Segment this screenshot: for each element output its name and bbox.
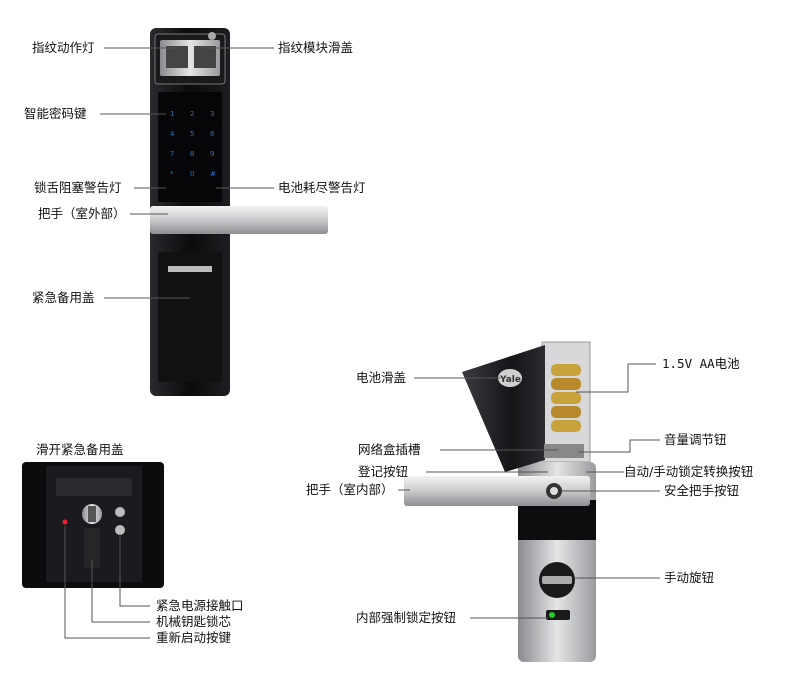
label-network-slot: 网络盒插槽 xyxy=(358,442,421,457)
keypad-key: 4 xyxy=(170,130,175,138)
label-safety-button: 安全把手按钮 xyxy=(664,483,740,498)
label-emergency-title: 滑开紧急备用盖 xyxy=(36,442,124,457)
label-auto-manual: 自动/手动锁定转换按钮 xyxy=(624,464,754,479)
label-reset-button: 重新启动按键 xyxy=(156,630,232,645)
label-smart-keypad: 智能密码键 xyxy=(24,106,87,121)
front-lock-body xyxy=(150,28,230,396)
keypad-key: 0 xyxy=(190,170,195,178)
label-register-button: 登记按钮 xyxy=(358,464,409,479)
label-inside-handle: 把手（室内部） xyxy=(306,482,394,497)
label-battery: 1.5V AA电池 xyxy=(662,356,740,371)
keypad-key: 5 xyxy=(190,130,195,138)
label-emergency-contact: 紧急电源接触口 xyxy=(156,598,244,613)
label-battery-warning: 电池耗尽警告灯 xyxy=(278,180,366,195)
battery-cover xyxy=(462,345,545,472)
label-deadbolt-warning: 锁舌阻塞警告灯 xyxy=(34,180,122,195)
keypad-key: * xyxy=(170,170,174,178)
keypad-key: 6 xyxy=(210,130,215,138)
inside-handle xyxy=(404,476,590,506)
label-outside-handle: 把手（室外部） xyxy=(38,206,126,221)
label-force-lock: 内部强制锁定按钮 xyxy=(356,610,457,625)
label-key-cylinder: 机械钥匙锁芯 xyxy=(156,614,232,629)
keypad-key: 8 xyxy=(190,150,195,158)
keypad-key: 1 xyxy=(170,110,175,118)
outside-handle xyxy=(150,206,328,234)
keypad-key: # xyxy=(210,170,216,178)
keypad-key: 2 xyxy=(190,110,195,118)
keypad-key: 9 xyxy=(210,150,215,158)
label-emergency-cover: 紧急备用盖 xyxy=(32,290,95,305)
callout-lines xyxy=(64,47,660,639)
label-fingerprint-light: 指纹动作灯 xyxy=(32,40,95,55)
label-thumb-turn: 手动旋钮 xyxy=(664,570,715,585)
emergency-panel-photo xyxy=(22,462,164,588)
label-fingerprint-cover: 指纹模块滑盖 xyxy=(278,40,354,55)
label-volume: 音量调节钮 xyxy=(664,432,727,447)
keypad-key: 7 xyxy=(170,150,175,158)
brand-logo: Yale xyxy=(500,375,521,385)
rear-lock-body xyxy=(518,341,596,662)
keypad-key: 3 xyxy=(210,110,215,118)
label-battery-cover: 电池滑盖 xyxy=(356,370,407,385)
